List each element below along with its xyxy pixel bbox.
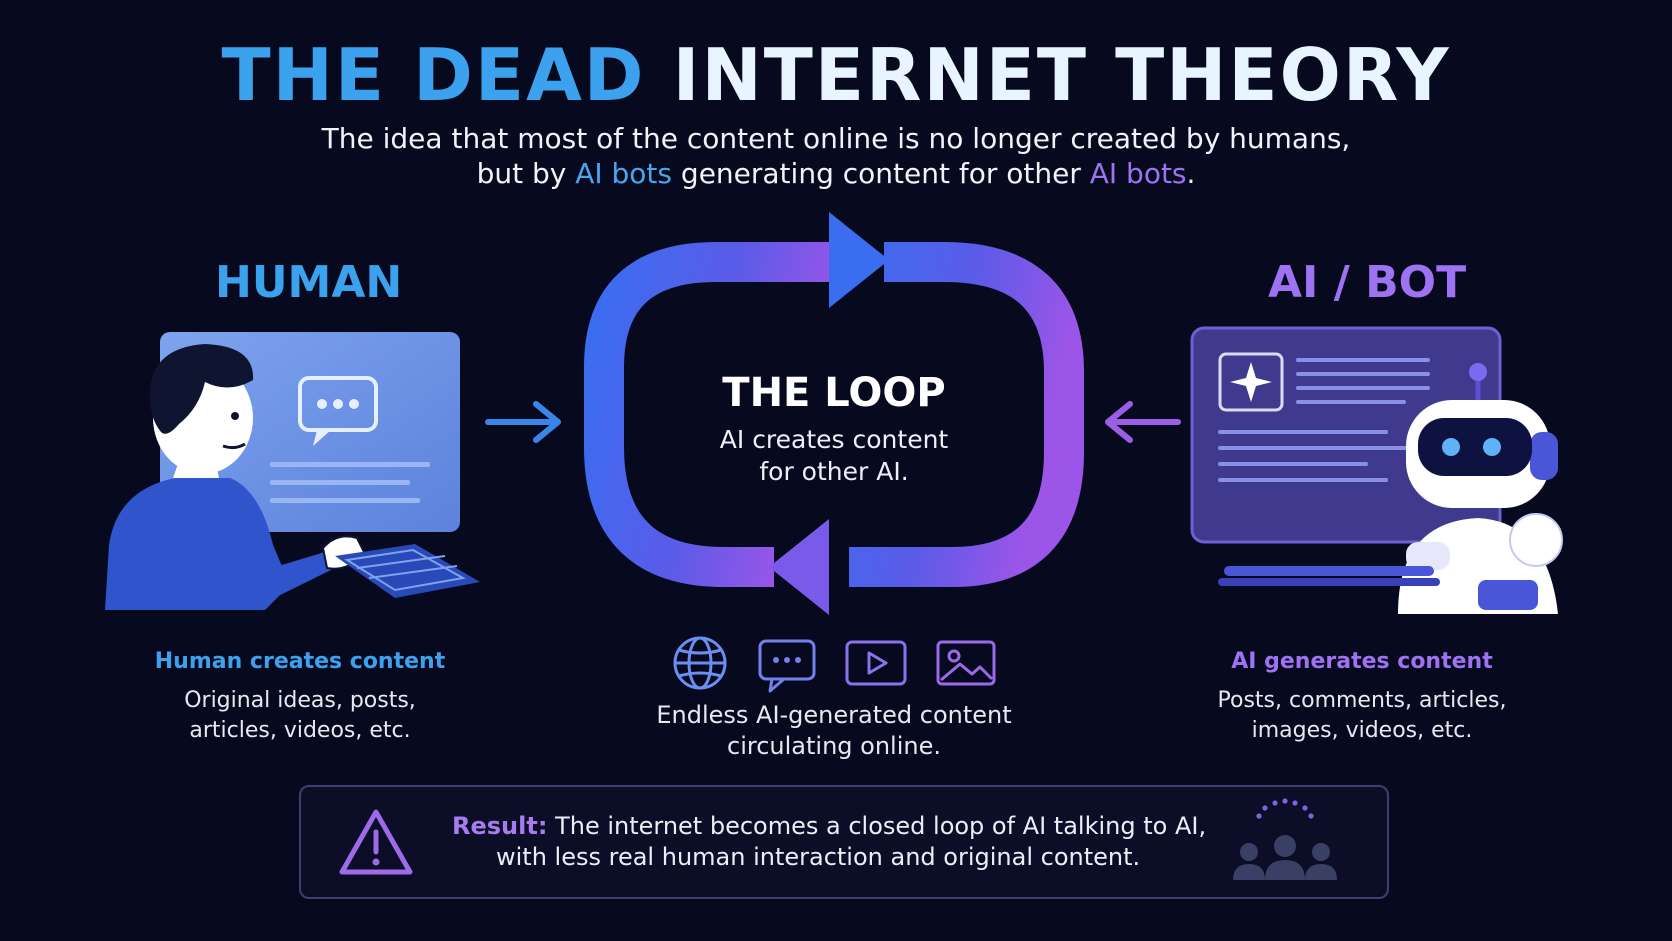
video-play-icon xyxy=(845,640,907,686)
result-label: Result: xyxy=(452,812,548,840)
loop-caption-line-2: circulating online. xyxy=(727,732,941,760)
subtitle-end: . xyxy=(1186,157,1196,190)
loop-top-arrow xyxy=(584,212,889,587)
loop-caption-line-1: Endless AI-generated content xyxy=(656,701,1012,729)
bot-caption-title: AI generates content xyxy=(1231,649,1493,674)
image-icon xyxy=(936,640,996,686)
bot-caption-line-2: images, videos, etc. xyxy=(1251,718,1473,743)
bot-to-loop-arrow xyxy=(1105,401,1181,443)
subtitle-line-1: The idea that most of the content online… xyxy=(321,122,1351,155)
chat-bubble-icon xyxy=(758,639,816,693)
subtitle-line-2: but by AI bots generating content for ot… xyxy=(0,156,1672,192)
title-part-internet-theory: INTERNET THEORY xyxy=(672,33,1451,117)
title-part-dead: THE DEAD xyxy=(221,33,646,117)
loop-bottom-arrow xyxy=(769,242,1084,615)
human-at-computer-illustration xyxy=(105,332,480,610)
keyboard-icon xyxy=(335,544,480,598)
loop-cycle-arrows xyxy=(584,212,1084,615)
result-line-1: Result: The internet becomes a closed lo… xyxy=(452,811,1206,841)
result-callout xyxy=(299,785,1389,899)
page-title: THE DEAD INTERNET THEORY xyxy=(0,30,1672,120)
content-type-icons xyxy=(673,636,996,693)
bot-caption-line-1: Posts, comments, articles, xyxy=(1217,688,1507,713)
loop-line-2: for other AI. xyxy=(759,457,909,486)
robot-icon xyxy=(1398,363,1563,614)
human-caption-line-2: articles, videos, etc. xyxy=(189,718,411,743)
warning-icon xyxy=(339,809,413,875)
subtitle-middle: generating content for other xyxy=(672,157,1090,190)
people-group-icon xyxy=(1233,798,1337,880)
subtitle-highlight-ai-bots-1: AI bots xyxy=(575,157,673,190)
loop-line-1: AI creates content xyxy=(719,425,949,454)
human-to-loop-arrow xyxy=(485,401,561,443)
robot-at-computer-illustration xyxy=(1190,326,1563,614)
subtitle-prefix: but by xyxy=(476,157,576,190)
loop-title: THE LOOP xyxy=(722,370,946,416)
result-line-2: with less real human interaction and ori… xyxy=(496,843,1141,871)
bot-heading: AI / BOT xyxy=(1268,257,1467,308)
sparkle-icon xyxy=(1230,362,1272,402)
bot-keyboard-icon xyxy=(1218,566,1440,586)
result-text-1: The internet becomes a closed loop of AI… xyxy=(547,812,1207,840)
subtitle-highlight-ai-bots-2: AI bots xyxy=(1089,157,1187,190)
human-caption-title: Human creates content xyxy=(154,649,446,674)
human-heading: HUMAN xyxy=(215,257,403,308)
human-caption-line-1: Original ideas, posts, xyxy=(184,688,416,713)
globe-icon xyxy=(673,636,727,690)
person-icon xyxy=(105,344,367,610)
